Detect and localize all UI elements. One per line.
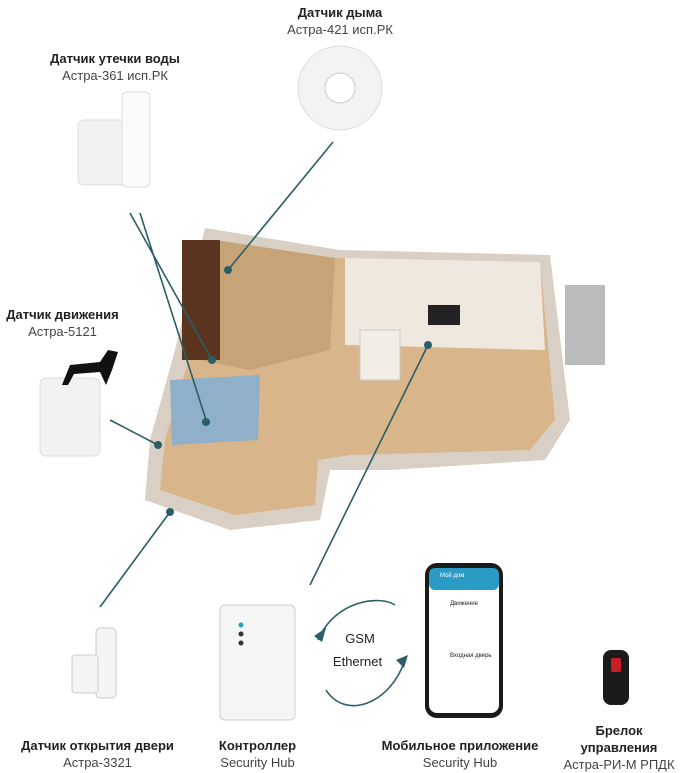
bathroom xyxy=(170,375,260,445)
gsm-label: GSM xyxy=(345,631,375,646)
balcony xyxy=(565,285,605,365)
tv xyxy=(428,305,460,325)
phone-item-motion: Движение xyxy=(450,601,478,607)
sofa xyxy=(359,329,401,381)
phone-header: Мой дом xyxy=(440,573,465,579)
kitchen xyxy=(200,240,335,370)
keyfob-image xyxy=(603,650,629,705)
living-wall xyxy=(345,258,545,350)
phone-item-door: Входная дверь xyxy=(450,653,492,659)
motion-sensor-image xyxy=(39,377,101,457)
door-sensor-image xyxy=(95,627,117,699)
controller-image xyxy=(219,604,296,721)
connection-lines xyxy=(99,141,429,707)
kitchen-cabinets xyxy=(182,240,220,360)
ethernet-label: Ethernet xyxy=(332,654,383,669)
dog-image xyxy=(62,350,118,385)
